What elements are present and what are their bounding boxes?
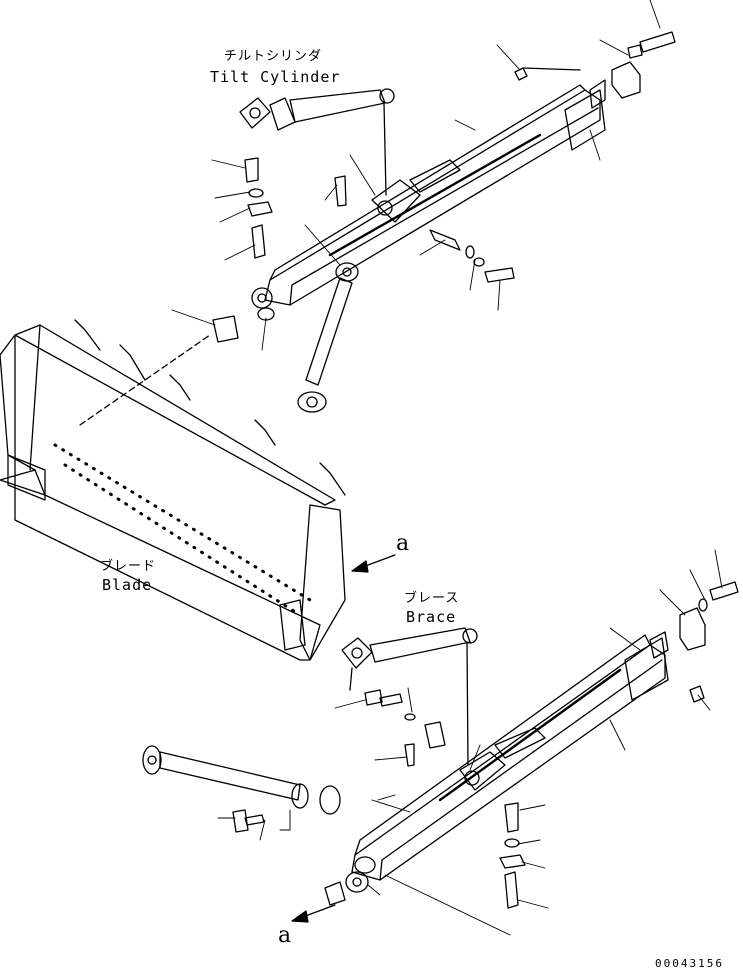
drawing-code: 00043156	[655, 957, 724, 970]
lower-frame-arm	[351, 631, 669, 881]
brace-label-en: Brace	[406, 608, 457, 626]
ref-arrows	[291, 554, 396, 923]
upper-mid-hardware	[212, 157, 515, 343]
blade-label-en: Blade	[102, 576, 153, 594]
upper-brace-rod	[297, 277, 353, 413]
lower-arm-bracket	[459, 727, 546, 791]
lower-hardware	[232, 581, 739, 909]
tilt-cylinder	[239, 88, 395, 196]
leader-lines	[171, 0, 723, 936]
upper-arm-bracket	[335, 159, 461, 282]
reference-a-upper: a	[396, 531, 410, 556]
upper-frame-arm	[264, 79, 606, 306]
blade	[0, 319, 346, 661]
brace-label-jp: ブレース	[404, 591, 460, 606]
upper-arm-end-hinge	[251, 287, 275, 321]
lower-arm-end-hinge	[345, 856, 376, 893]
upper-right-hardware	[514, 31, 676, 99]
tilt-cylinder-label-en: Tilt Cylinder	[210, 68, 341, 86]
blade-label-jp: ブレード	[100, 559, 157, 574]
brace-cylinder	[341, 627, 478, 766]
reference-a-lower: a	[278, 923, 292, 948]
lower-brace-rod	[142, 745, 341, 815]
tilt-cylinder-label-jp: チルトシリンダ	[224, 49, 323, 64]
